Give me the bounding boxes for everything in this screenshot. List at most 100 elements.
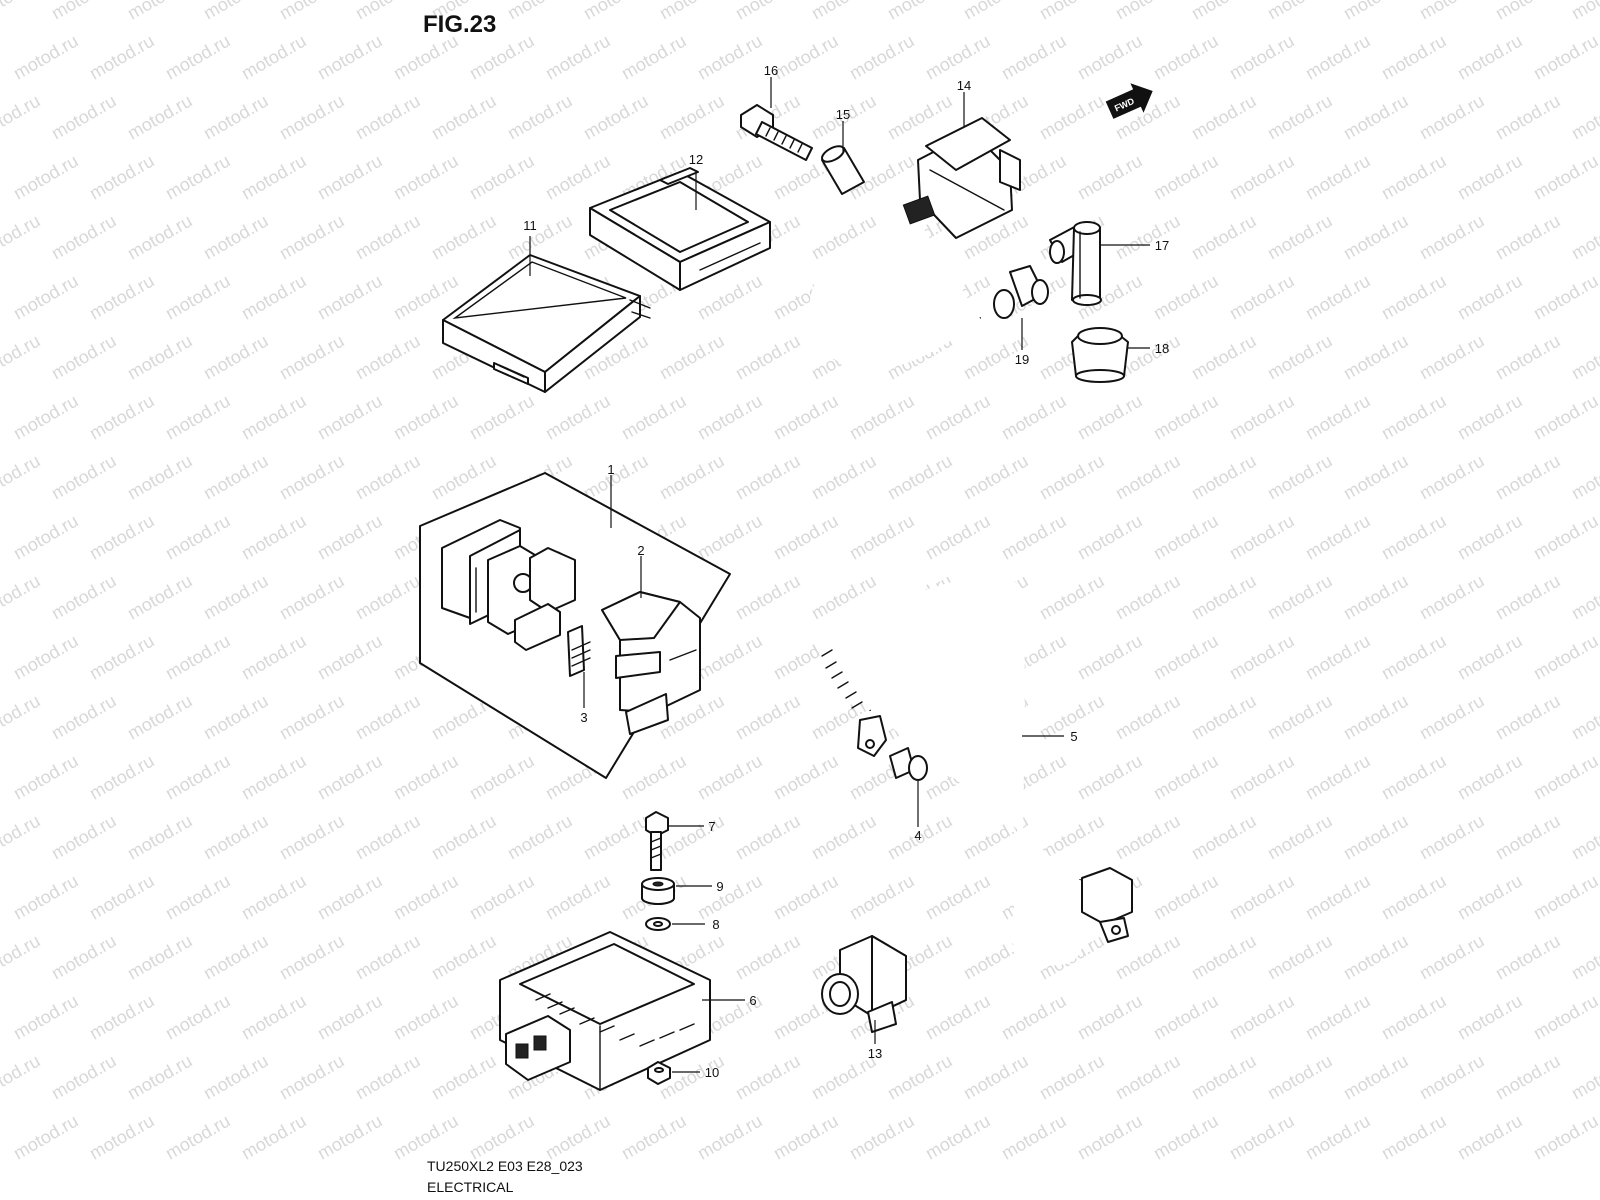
watermark-text: motod.ru (276, 571, 348, 624)
watermark-text: motod.ru (1036, 571, 1108, 624)
watermark-text: motod.ru (390, 871, 462, 924)
watermark-text: motod.ru (1416, 331, 1488, 384)
watermark-text: motod.ru (390, 751, 462, 804)
watermark-text: motod.ru (1454, 31, 1526, 84)
watermark-text: motod.ru (1530, 631, 1600, 684)
watermark-text: motod.ru (124, 211, 196, 264)
watermark-text: motod.ru (466, 1111, 538, 1164)
watermark-text: motod.ru (86, 631, 158, 684)
watermark-text: motod.ru (1150, 631, 1222, 684)
watermark-text: motod.ru (1302, 151, 1374, 204)
watermark-text: motod.ru (1036, 0, 1108, 23)
watermark-text: motod.ru (1226, 1111, 1298, 1164)
watermark-text: motod.ru (504, 211, 576, 264)
callout-8: 8 (712, 917, 719, 932)
watermark-text: motod.ru (1492, 0, 1564, 23)
watermark-text: motod.ru (1188, 811, 1260, 864)
watermark-text: motod.ru (998, 391, 1070, 444)
watermark-text: motod.ru (1074, 631, 1146, 684)
watermark-text: motod.ru (1226, 271, 1298, 324)
watermark-text: motod.ru (1454, 871, 1526, 924)
watermark-text: motod.ru (1340, 451, 1412, 504)
watermark-text: motod.ru (48, 691, 120, 744)
watermark-text: motod.ru (352, 571, 424, 624)
watermark-text: motod.ru (960, 1051, 1032, 1104)
watermark-text: motod.ru (846, 31, 918, 84)
watermark-text: motod.ru (1416, 91, 1488, 144)
watermark-text: motod.ru (352, 331, 424, 384)
watermark-text: motod.ru (86, 991, 158, 1044)
regulator-rectifier (499, 931, 711, 1091)
watermark-text: motod.ru (1264, 91, 1336, 144)
callout-19: 19 (1015, 352, 1029, 367)
watermark-text: motod.ru (1568, 451, 1600, 504)
watermark-text: motod.ru (1264, 931, 1336, 984)
watermark-text: motod.ru (200, 0, 272, 23)
watermark-text: motod.ru (124, 331, 196, 384)
watermark-text: motod.ru (580, 811, 652, 864)
watermark-text: motod.ru (1492, 211, 1564, 264)
watermark-text: motod.ru (0, 811, 44, 864)
watermark-text: motod.ru (1264, 571, 1336, 624)
watermark-text: motod.ru (1530, 511, 1600, 564)
watermark-text: motod.ru (162, 1111, 234, 1164)
watermark-text: motod.ru (1492, 331, 1564, 384)
watermark-text: motod.ru (732, 571, 804, 624)
cushion (641, 877, 675, 905)
watermark-text: motod.ru (124, 1051, 196, 1104)
watermark-text: motod.ru (1568, 571, 1600, 624)
watermark-text: motod.ru (428, 451, 500, 504)
callout-18: 18 (1155, 341, 1169, 356)
watermark-text: motod.ru (428, 931, 500, 984)
watermark-text: motod.ru (0, 571, 44, 624)
watermark-text: motod.ru (1378, 1111, 1450, 1164)
spacer (821, 145, 865, 195)
watermark-text: motod.ru (428, 811, 500, 864)
watermark-text: motod.ru (352, 451, 424, 504)
callout-9: 9 (716, 879, 723, 894)
watermark-text: motod.ru (1492, 811, 1564, 864)
watermark-text: motod.ru (0, 691, 44, 744)
watermark-text: motod.ru (10, 271, 82, 324)
watermark-text: motod.ru (960, 0, 1032, 23)
watermark-text: motod.ru (808, 451, 880, 504)
watermark-text: motod.ru (770, 751, 842, 804)
watermark-text: motod.ru (238, 991, 310, 1044)
watermark-text: motod.ru (466, 391, 538, 444)
watermark-text: motod.ru (542, 151, 614, 204)
watermark-text: motod.ru (1226, 631, 1298, 684)
watermark-text: motod.ru (1378, 751, 1450, 804)
watermark-text: motod.ru (200, 211, 272, 264)
callout-13: 13 (868, 1046, 882, 1061)
watermark-text: motod.ru (1264, 451, 1336, 504)
figure-title: FIG.23 (423, 11, 496, 38)
watermark-text: motod.ru (276, 451, 348, 504)
watermark-text: motod.ru (10, 1111, 82, 1164)
watermark-text: motod.ru (162, 991, 234, 1044)
watermark-text: motod.ru (1150, 751, 1222, 804)
watermark-text: motod.ru (238, 31, 310, 84)
watermark-text: motod.ru (48, 571, 120, 624)
relay-cover (601, 591, 701, 735)
watermark-text: motod.ru (0, 0, 44, 23)
starter-cable (819, 572, 1133, 966)
watermark-text: motod.ru (846, 391, 918, 444)
watermark-text: motod.ru (694, 631, 766, 684)
watermark-text: motod.ru (846, 1111, 918, 1164)
watermark-text: motod.ru (1454, 271, 1526, 324)
watermark-text: motod.ru (656, 0, 728, 23)
watermark-text: motod.ru (1416, 931, 1488, 984)
main-fuse (567, 625, 591, 677)
watermark-text: motod.ru (352, 691, 424, 744)
watermark-text: motod.ru (276, 91, 348, 144)
watermark-text: motod.ru (922, 1111, 994, 1164)
watermark-text: motod.ru (1150, 31, 1222, 84)
watermark-text: motod.ru (124, 91, 196, 144)
watermark-text: motod.ru (1302, 991, 1374, 1044)
watermark-text: motod.ru (1150, 1111, 1222, 1164)
watermark-text: motod.ru (276, 0, 348, 23)
watermark-text: motod.ru (0, 451, 44, 504)
watermark-text: motod.ru (10, 391, 82, 444)
watermark-text: motod.ru (504, 811, 576, 864)
watermark-text: motod.ru (1340, 0, 1412, 23)
